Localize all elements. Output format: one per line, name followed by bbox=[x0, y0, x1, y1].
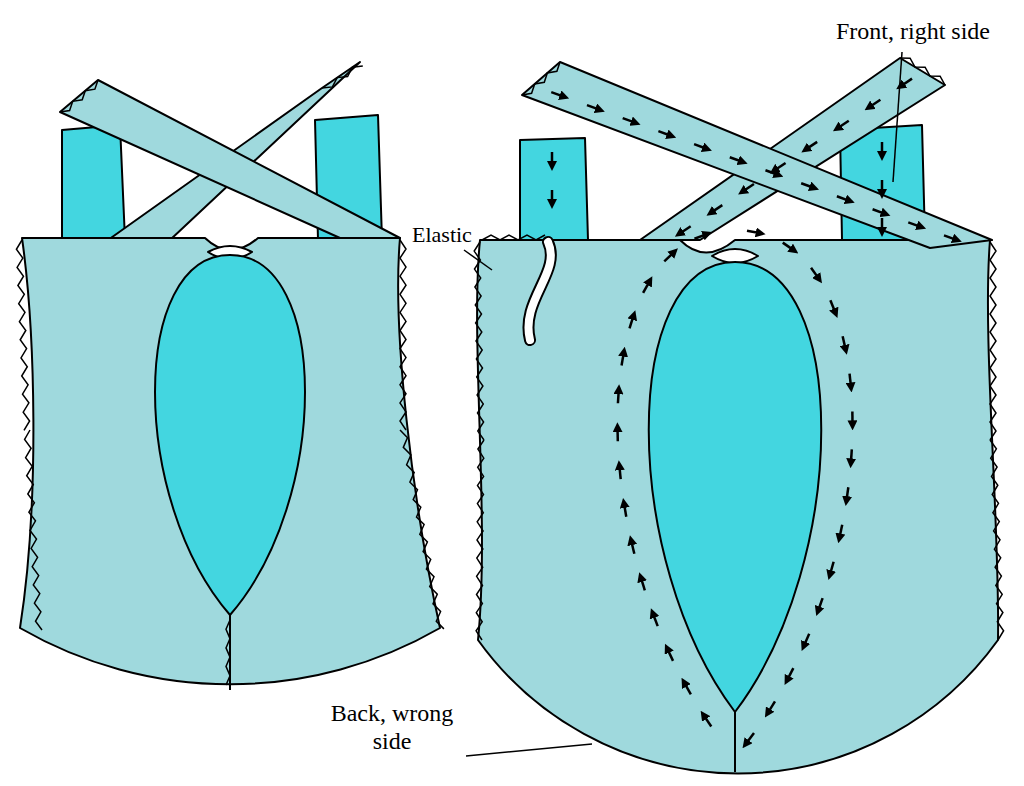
stitch-arrow bbox=[851, 411, 854, 425]
stitch-arrow bbox=[667, 648, 673, 661]
garment-part bbox=[20, 62, 440, 690]
stitch-arrow bbox=[850, 374, 851, 388]
stitch-arrow bbox=[643, 281, 650, 293]
garment-part bbox=[540, 88, 965, 243]
garment-part bbox=[882, 130, 883, 235]
stitch-arrow bbox=[551, 92, 564, 97]
stitch-arrow bbox=[619, 465, 620, 479]
overlock-stitch bbox=[400, 240, 406, 430]
overlock-stitch bbox=[60, 80, 98, 112]
stitch-arrow bbox=[694, 144, 707, 149]
stitch-arrow bbox=[801, 183, 814, 188]
garment-part bbox=[734, 712, 736, 772]
stitch-arrow bbox=[679, 226, 691, 234]
garment-part bbox=[477, 58, 998, 773]
garment-part bbox=[477, 240, 998, 773]
stitch-arrow bbox=[703, 715, 711, 727]
stitch-arrow bbox=[830, 562, 834, 575]
stitch-arrow bbox=[850, 449, 853, 463]
garment-part bbox=[528, 242, 550, 340]
garment-part bbox=[16, 58, 1003, 685]
stitch-arrow bbox=[873, 209, 886, 214]
garment-part bbox=[893, 52, 902, 182]
stitch-arrow bbox=[630, 315, 634, 328]
stitch-arrow bbox=[944, 235, 957, 240]
overlock-stitch bbox=[322, 66, 363, 88]
garment-part bbox=[670, 72, 922, 240]
stitch-arrow bbox=[900, 79, 912, 87]
garment-part bbox=[712, 249, 758, 263]
garment-part bbox=[540, 72, 965, 745]
stitch-arrow bbox=[818, 598, 823, 611]
stitch-arrow bbox=[631, 540, 634, 554]
garment-part bbox=[60, 80, 400, 238]
stitch-arrow bbox=[869, 100, 881, 108]
overlock-stitch bbox=[25, 430, 42, 630]
stitch-arrow bbox=[804, 634, 810, 647]
stitch-arrow bbox=[742, 184, 754, 192]
stitch-arrow bbox=[664, 252, 674, 262]
garment-part bbox=[522, 62, 992, 248]
stitch-arrow bbox=[837, 121, 849, 129]
stitch-arrow bbox=[837, 196, 850, 201]
stitch-arrow bbox=[787, 668, 793, 680]
stitch-arrow bbox=[783, 243, 794, 251]
stitch-arrow bbox=[653, 613, 658, 626]
stitch-arrow bbox=[881, 218, 884, 232]
stitch-arrow bbox=[730, 157, 743, 162]
stitch-arrow bbox=[846, 487, 848, 501]
stitch-arrow bbox=[711, 205, 723, 213]
garment-part bbox=[617, 230, 852, 745]
stitch-arrow bbox=[551, 152, 554, 166]
garment-part bbox=[649, 262, 822, 712]
overlock-stitch bbox=[522, 62, 560, 95]
overlock-stitch bbox=[474, 242, 484, 440]
stitch-arrow bbox=[881, 180, 884, 194]
stitch-arrow bbox=[684, 682, 691, 694]
overlock-stitch bbox=[476, 440, 484, 640]
part-label: Front, right side bbox=[836, 18, 990, 46]
stitch-arrow bbox=[830, 300, 835, 313]
overlock-stitch bbox=[990, 440, 1004, 640]
overlock-stitch bbox=[16, 240, 29, 430]
garment-part bbox=[155, 255, 305, 615]
part-label: Back, wrong side bbox=[318, 700, 466, 755]
overlock-stitch bbox=[400, 430, 444, 629]
stitch-arrow bbox=[587, 105, 600, 110]
stitch-arrow bbox=[843, 336, 846, 350]
stitch-arrow bbox=[624, 503, 626, 517]
stitch-arrow bbox=[811, 268, 819, 279]
garment-part bbox=[62, 125, 125, 240]
stitch-arrow bbox=[774, 163, 786, 171]
stitch-arrow bbox=[839, 525, 842, 539]
stitch-arrow bbox=[765, 170, 778, 175]
garment-part bbox=[520, 138, 588, 240]
stitch-arrow bbox=[694, 234, 707, 239]
stitch-arrow bbox=[658, 131, 671, 136]
stitch-arrow bbox=[746, 733, 754, 744]
stitch-arrow bbox=[747, 231, 761, 234]
stitch-arrow bbox=[617, 389, 620, 403]
overlock-stitch bbox=[990, 242, 996, 440]
garment-part bbox=[464, 250, 492, 270]
stitch-arrow bbox=[908, 222, 921, 227]
stitch-arrow bbox=[551, 190, 554, 204]
overlock-stitch bbox=[482, 235, 545, 240]
stitch-arrow bbox=[806, 142, 818, 150]
stitch-arrow bbox=[641, 577, 645, 590]
overlock-stitch bbox=[226, 620, 230, 685]
garment-part bbox=[551, 79, 957, 745]
stitch-arrow bbox=[623, 118, 636, 123]
stitch-arrow bbox=[622, 352, 624, 366]
garment-part bbox=[464, 52, 902, 756]
stitch-arrow bbox=[881, 142, 884, 156]
part-label: Elastic bbox=[412, 222, 472, 247]
stitch-arrow bbox=[768, 701, 775, 713]
stitch-arrow bbox=[616, 427, 619, 441]
garment-part bbox=[528, 242, 550, 340]
garment-part bbox=[466, 744, 592, 756]
garment-part bbox=[552, 140, 553, 235]
